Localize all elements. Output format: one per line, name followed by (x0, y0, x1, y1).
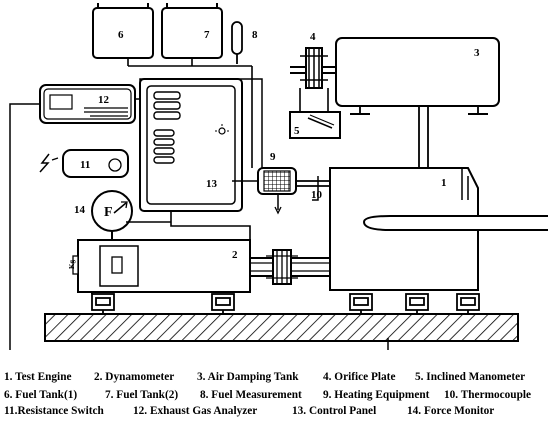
mounting-feet (91, 293, 480, 311)
label-force-monitor: 14 (74, 204, 86, 216)
legend-item-test-engine: 1. Test Engine (4, 371, 72, 383)
dynamometer: Kg 2 (68, 239, 251, 294)
legend-item-orifice-plate: 4. Orifice Plate (323, 371, 396, 383)
legend-item-fuel-tank-2: 7. Fuel Tank(2) (105, 389, 179, 401)
legend-item-heating-equipment: 9. Heating Equipment (323, 389, 430, 401)
control-panel: 13 (139, 78, 243, 212)
force-monitor: F 14 (74, 190, 133, 240)
label-heating-equipment: 9 (270, 151, 276, 163)
resistance-switch: 11 (39, 149, 129, 178)
label-exhaust-gas-analyzer: 12 (98, 94, 110, 106)
legend-item-thermocouple: 10. Thermocouple (444, 389, 532, 401)
legend-item-resistance-switch: 11.Resistance Switch (4, 405, 104, 417)
fuel-lines (127, 58, 253, 168)
schematic: 6 7 8 4 5 (9, 3, 548, 363)
orifice-plate: 4 (290, 31, 338, 89)
test-engine: 1 (329, 167, 548, 291)
label-control-panel: 13 (206, 178, 218, 190)
fuel-tank-2: 7 (161, 3, 223, 59)
inclined-manometer: 5 (289, 111, 341, 139)
fuel-measurement: 8 (231, 21, 258, 64)
svg-text:Kg: Kg (68, 260, 76, 269)
fuel-tank-1: 6 (92, 3, 154, 59)
legend-item-dynamometer: 2. Dynamometer (94, 371, 175, 383)
label-air-damping-tank: 3 (474, 47, 480, 59)
label-dynamometer: 2 (232, 249, 238, 261)
base-floor (44, 313, 519, 342)
label-inclined-manometer: 5 (294, 125, 300, 137)
thermocouple: 10 (274, 176, 323, 215)
label-fuel-measurement: 8 (252, 29, 258, 41)
coupling (249, 249, 339, 285)
label-fuel-tank-2: 7 (204, 29, 210, 41)
label-thermocouple: 10 (311, 189, 323, 201)
air-damping-tank: 3 (335, 37, 500, 115)
legend-item-control-panel: 13. Control Panel (292, 405, 377, 417)
label-fuel-tank-1: 6 (118, 29, 124, 41)
legend-item-fuel-tank-1: 6. Fuel Tank(1) (4, 389, 78, 401)
label-resistance-switch: 11 (80, 159, 90, 171)
legend-item-air-damping-tank: 3. Air Damping Tank (197, 371, 299, 383)
legend-item-fuel-measurement: 8. Fuel Measurement (200, 389, 302, 401)
legend-item-force-monitor: 14. Force Monitor (407, 405, 495, 417)
heating-equipment: 9 (232, 151, 330, 195)
label-orifice-plate: 4 (310, 31, 316, 43)
legend-item-inclined-manometer: 5. Inclined Manometer (415, 371, 526, 383)
label-test-engine: 1 (441, 177, 447, 189)
legend-item-exhaust-gas-analyzer: 12. Exhaust Gas Analyzer (133, 405, 258, 417)
lightning-icon (39, 153, 50, 173)
force-gauge-letter: F (104, 205, 113, 220)
exhaust-gas-analyzer: 12 (39, 84, 136, 124)
